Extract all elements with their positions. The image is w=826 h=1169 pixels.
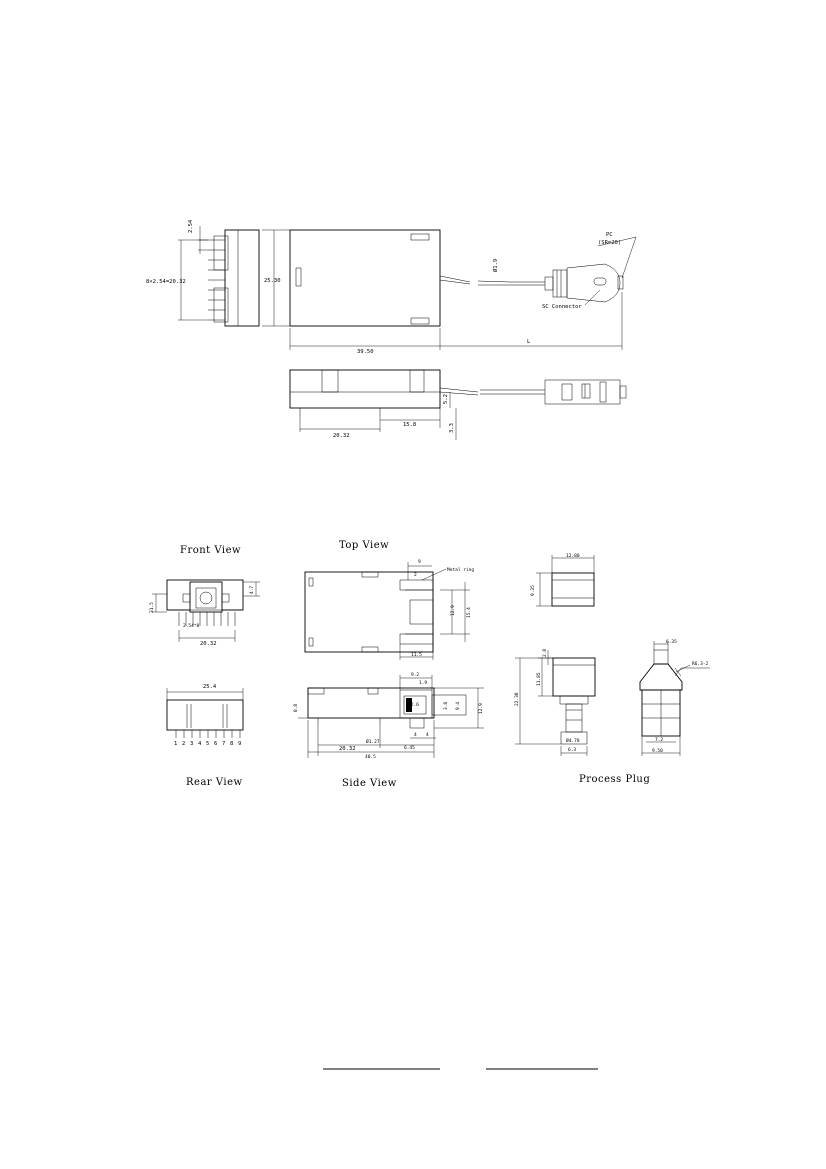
module-top-view: Ø1.9 PC (SR=20) SC Connector 39.50 L bbox=[289, 229, 637, 355]
front-view-title: Front View bbox=[180, 545, 241, 556]
plug-dim-6-35: 6.35 bbox=[666, 639, 677, 645]
pin-span-label: 8×2.54=20.32 bbox=[146, 279, 186, 285]
process-plug-drawing: 12.80 9.35 11.85 2.8 22.30 Ø4.78 6.3 bbox=[514, 553, 710, 756]
plug-dim-11-85: 11.85 bbox=[536, 672, 542, 686]
front-view-pins bbox=[178, 612, 236, 626]
length-l-label: L bbox=[527, 339, 531, 345]
plug-dim-7-2: 7.2 bbox=[655, 737, 663, 743]
side-dim-b: 15.8 bbox=[403, 422, 416, 428]
rear-view-drawing: 25.4 1 2 3 4 5 6 7 8 9 bbox=[166, 684, 244, 747]
sc-connector bbox=[544, 263, 624, 303]
process-plug-title: Process Plug bbox=[579, 774, 650, 785]
rear-pin-7: 7 bbox=[222, 741, 225, 747]
front-view-drawing: 2.54*8 20.32 31.5 4.7 bbox=[149, 579, 260, 647]
rear-pin-9: 9 bbox=[238, 741, 241, 747]
top-dim-2: 2 bbox=[414, 572, 417, 578]
cable-dia-label: Ø1.9 bbox=[492, 259, 499, 272]
pitch-label: 2.54 bbox=[188, 219, 194, 233]
rear-pin-2: 2 bbox=[182, 741, 185, 747]
side-dim-3-8: 3.8 bbox=[443, 702, 449, 710]
top-view-title: Top View bbox=[339, 540, 389, 551]
plug-dim-r: R6.3-2 bbox=[692, 661, 709, 667]
top-view-drawing: 9 2 Metal ring 12.9 15.4 11.5 bbox=[304, 559, 474, 660]
plug-dim-22-3: 22.30 bbox=[514, 692, 520, 706]
pc-label: PC bbox=[606, 232, 613, 238]
side-dim-12-9: 12.9 bbox=[478, 703, 484, 714]
plug-dim-9-5: 9.50 bbox=[652, 748, 663, 754]
rear-pin-4: 4 bbox=[198, 741, 202, 747]
side-view-title: Side View bbox=[342, 778, 397, 789]
front-right-dim: 4.7 bbox=[249, 586, 255, 594]
plug-top-width: 12.80 bbox=[566, 553, 580, 559]
rear-pin-6: 6 bbox=[214, 741, 217, 747]
metal-ring-label: Metal ring bbox=[447, 567, 474, 573]
side-dim-phi: Ø2.6 bbox=[408, 701, 419, 708]
rear-pin-8: 8 bbox=[230, 741, 233, 747]
body-length-label: 39.50 bbox=[357, 349, 374, 355]
plug-top-height: 9.35 bbox=[530, 585, 536, 596]
module-side-view: 20.32 15.8 5.2 3.3 bbox=[289, 369, 627, 440]
plug-dim-2-8: 2.8 bbox=[542, 649, 548, 657]
rear-pin-1: 1 bbox=[174, 741, 177, 747]
end-view-pins bbox=[208, 239, 225, 321]
side-dim-6-45: 6.45 bbox=[404, 745, 415, 751]
top-dim-12-9: 12.9 bbox=[450, 605, 456, 616]
rear-view-pins bbox=[175, 730, 241, 738]
top-dim-9: 9 bbox=[418, 559, 421, 565]
side-dim-20-32: 20.32 bbox=[339, 746, 356, 752]
side-dim-a: 20.32 bbox=[333, 433, 350, 439]
rear-view-title: Rear View bbox=[186, 777, 243, 788]
top-dim-15-4: 15.4 bbox=[466, 607, 472, 618]
plug-dim-6-3: 6.3 bbox=[568, 747, 576, 753]
rear-pin-5: 5 bbox=[206, 741, 209, 747]
side-dim-40-5: 40.5 bbox=[365, 754, 376, 760]
rear-width: 25.4 bbox=[203, 684, 217, 690]
top-dim-11-5: 11.5 bbox=[411, 652, 422, 658]
side-view-drawing: 9.2 1.9 Ø2.6 3.8 9.4 12.9 4 4 0.8 20.32 … bbox=[293, 672, 484, 760]
side-dim-d: 3.3 bbox=[449, 423, 455, 433]
side-dim-1-9: 1.9 bbox=[419, 680, 427, 686]
side-dim-0-8: 0.8 bbox=[293, 704, 299, 712]
front-pin-pitch: 2.54*8 bbox=[183, 623, 200, 629]
height-label: 25.30 bbox=[264, 278, 281, 284]
rear-pin-numbers: 1 2 3 4 5 6 7 8 9 bbox=[174, 741, 241, 747]
side-dim-pins: Ø1.27 bbox=[366, 738, 380, 745]
side-dim-c: 5.2 bbox=[443, 394, 449, 404]
front-height: 31.5 bbox=[149, 602, 155, 613]
rear-pin-3: 3 bbox=[190, 741, 193, 747]
connector-label: SC Connector bbox=[542, 304, 582, 310]
side-dim-9-2: 9.2 bbox=[411, 672, 419, 678]
front-width: 20.32 bbox=[200, 641, 217, 647]
side-dim-4-a: 4 bbox=[414, 732, 417, 738]
side-dim-4-b: 4 bbox=[426, 732, 429, 738]
plug-dim-4-78: Ø4.78 bbox=[566, 737, 580, 744]
side-dim-9-4: 9.4 bbox=[455, 702, 461, 710]
sr-label: (SR=20) bbox=[598, 240, 621, 246]
module-end-view: 2.54 8×2.54=20.32 25.30 bbox=[146, 219, 290, 327]
